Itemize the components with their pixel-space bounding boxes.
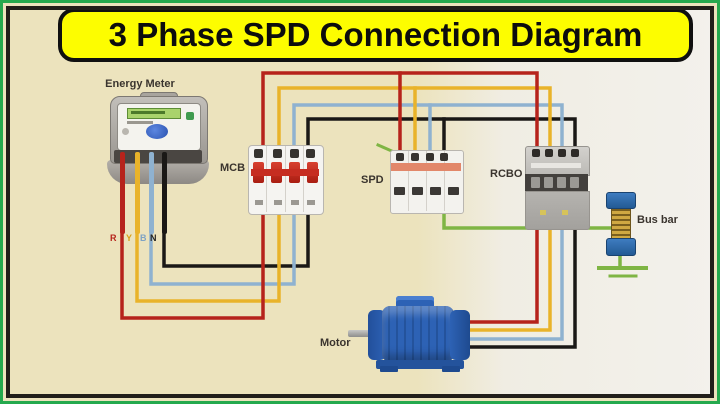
- motor-finned-body: [382, 306, 454, 362]
- wire-phaseR-meter-to-mcb: [120, 156, 265, 320]
- wire-phaseB-mcb-to-rcbo: [292, 103, 564, 154]
- motor-label: Motor: [320, 337, 351, 349]
- mcb-toggle-tie-bar: [251, 169, 319, 176]
- rcbo-terminal-screw: [545, 149, 553, 157]
- wire-phaseY-rcbo-to-motor: [450, 224, 552, 332]
- spd-terminal-screw: [440, 153, 448, 161]
- phase-marker-r: R: [110, 233, 117, 243]
- spd-indicator-window: [394, 187, 405, 195]
- spd-divider: [408, 151, 409, 211]
- phase-marker-y: Y: [126, 233, 133, 243]
- mcb-divider: [303, 146, 304, 212]
- spd-terminal-screw: [411, 153, 419, 161]
- rcbo-terminal-screw: [558, 149, 566, 157]
- meter-wire-n: [162, 152, 167, 234]
- motor-base: [376, 360, 464, 369]
- busbar-bottom-clamp: [606, 238, 636, 256]
- energy-meter-label: Energy Meter: [105, 78, 175, 90]
- mcb-bottom-terminal: [255, 200, 263, 205]
- wire-neutral-rcbo-to-motor: [450, 224, 577, 349]
- energy-meter-text-line: [127, 121, 153, 124]
- phase-marker-n: N: [150, 233, 157, 243]
- rcbo-terminal-screw: [532, 149, 540, 157]
- motor-foot: [380, 366, 398, 372]
- energy-meter-dial: [146, 124, 168, 139]
- rcbo-toggle: [557, 177, 566, 188]
- mcb-terminal-screw: [254, 149, 263, 158]
- meter-wire-r: [120, 152, 125, 234]
- title-banner: 3 Phase SPD Connection Diagram: [58, 8, 693, 62]
- phase-marker-b: B: [140, 233, 147, 243]
- rcbo-sticker: [531, 163, 581, 168]
- busbar-top-clamp: [606, 192, 636, 209]
- mcb-bottom-terminal: [274, 200, 282, 205]
- energy-meter-terminal-strip: [114, 150, 202, 163]
- spd-indicator-window: [430, 187, 441, 195]
- mcb-terminal-screw: [290, 149, 299, 158]
- motor-shaft: [348, 330, 372, 337]
- spd-stripe: [391, 163, 461, 171]
- wire-phaseR-rcbo-to-motor: [450, 224, 539, 324]
- wire-neutral-mcb-to-rcbo: [306, 117, 577, 154]
- rcbo-toggle: [544, 177, 553, 188]
- motor-rear-cap: [450, 310, 470, 360]
- mcb-bottom-terminal: [307, 200, 315, 205]
- page-title: 3 Phase SPD Connection Diagram: [108, 16, 643, 53]
- motor-foot: [442, 366, 460, 372]
- mcb-divider: [285, 146, 286, 212]
- spd-indicator-window: [448, 187, 459, 195]
- spd-indicator-window: [412, 187, 423, 195]
- motor: [346, 296, 476, 374]
- rcbo-terminal-screw: [571, 149, 579, 157]
- mcb-label: MCB: [220, 162, 246, 174]
- rcbo-test-button: [562, 210, 568, 215]
- rcbo-toggle: [570, 177, 579, 188]
- motor-front-cap: [368, 310, 386, 360]
- rcbo-label: RCBO: [490, 168, 523, 180]
- busbar-label: Bus bar: [637, 214, 678, 226]
- meter-wire-b: [149, 152, 154, 234]
- rcbo-lower-body: [525, 191, 590, 230]
- spd-divider: [426, 151, 427, 211]
- mcb-terminal-screw: [273, 149, 282, 158]
- rcbo-test-button: [540, 210, 546, 215]
- mcb-divider: [266, 146, 267, 212]
- mcb-bottom-terminal: [291, 200, 299, 205]
- energy-meter-screw: [122, 128, 129, 135]
- rcbo-toggle: [531, 177, 540, 188]
- spd-terminal-screw: [396, 153, 404, 161]
- spd-label: SPD: [361, 174, 384, 186]
- spd-divider: [444, 151, 445, 211]
- meter-wire-y: [135, 152, 140, 234]
- mcb-terminal-screw: [306, 149, 315, 158]
- spd-terminal-screw: [426, 153, 434, 161]
- energy-meter-led: [186, 112, 194, 120]
- wire-phaseB-rcbo-to-motor: [450, 224, 564, 341]
- energy-meter-display-reading: [131, 111, 165, 114]
